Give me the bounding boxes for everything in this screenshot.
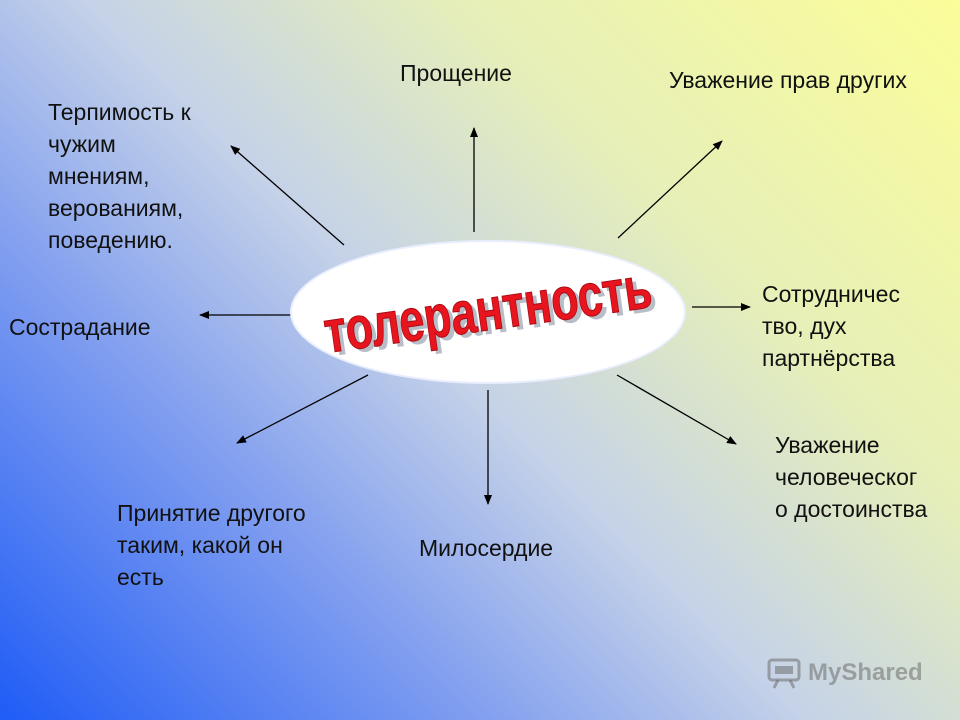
center-word-art: толерантность толерантность	[319, 253, 660, 369]
label-acceptance: Принятие другого таким, какой он есть	[117, 500, 306, 590]
arrow-tolerance-opinions	[230, 145, 345, 246]
center-ellipse	[290, 240, 686, 384]
label-mercy: Милосердие	[419, 535, 554, 561]
watermark: MyShared	[766, 656, 923, 690]
center-word: толерантность	[320, 253, 656, 365]
arrow-respect-rights	[617, 140, 723, 239]
arrow-acceptance	[236, 374, 369, 444]
label-respect-dignity: Уважение человеческог о достоинства	[775, 432, 928, 522]
label-respect-rights: Уважение прав других	[669, 67, 907, 93]
watermark-text: MyShared	[808, 659, 923, 686]
label-cooperation: Сотрудничес тво, дух партнёрства	[762, 281, 900, 371]
arrow-respect-dignity	[616, 374, 737, 445]
label-compassion: Сострадание	[9, 314, 151, 340]
label-tolerance-opinions: Терпимость к чужим мнениям, верованиям, …	[48, 99, 191, 253]
myshared-logo-icon	[767, 658, 801, 689]
label-forgiveness: Прощение	[400, 60, 512, 86]
